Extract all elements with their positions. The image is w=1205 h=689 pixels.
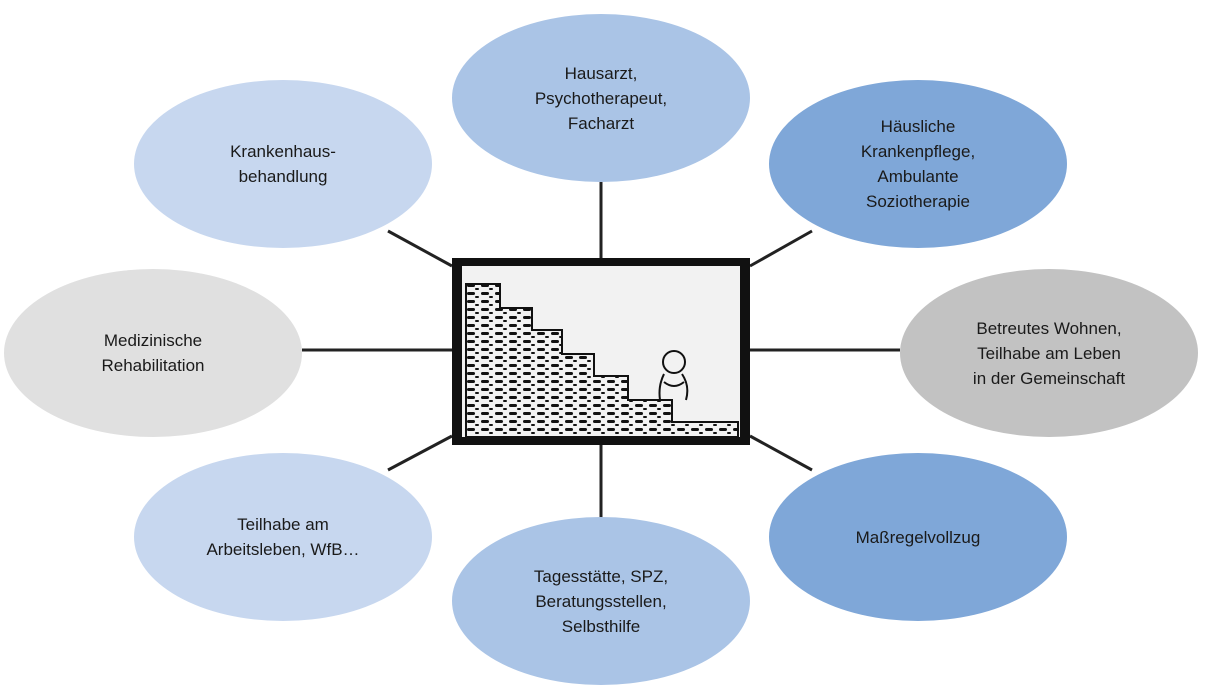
node-label: Maßregelvollzug [855,527,981,547]
node-label: Krankenhaus- behandlung [230,142,336,186]
staircase-illustration [462,266,740,438]
connector-massregel [749,434,813,472]
node-label: Häusliche Krankenpflege, Ambulante Sozio… [860,117,976,211]
node-krankenhaus: Krankenhaus- behandlung [134,80,432,248]
node-label: Betreutes Wohnen, Teilhabe am Leben in d… [972,318,1126,388]
node-betreutes: Betreutes Wohnen, Teilhabe am Leben in d… [900,269,1198,437]
node-label: Medizinische Rehabilitation [101,331,205,375]
connector-haeusliche [749,229,813,268]
node-haeusliche: Häusliche Krankenpflege, Ambulante Sozio… [769,80,1067,248]
sitting-figure-icon [658,350,689,401]
node-label: Teilhabe am Arbeitsleben, WfB… [206,515,360,559]
connector-teilhabe-arbeit [387,434,453,472]
node-teilhabe-arbeit: Teilhabe am Arbeitsleben, WfB… [134,453,432,621]
node-tagesstaette: Tagesstätte, SPZ, Beratungsstellen, Selb… [452,517,750,685]
staircase-cartoon-image [452,258,750,445]
node-hausarzt: Hausarzt, Psychotherapeut, Facharzt [452,14,750,182]
node-label: Tagesstätte, SPZ, Beratungsstellen, Selb… [533,566,669,636]
node-massregel: Maßregelvollzug [769,453,1067,621]
node-med-reha: Medizinische Rehabilitation [4,269,302,437]
node-label: Hausarzt, Psychotherapeut, Facharzt [534,63,668,133]
connector-krankenhaus [387,229,453,268]
